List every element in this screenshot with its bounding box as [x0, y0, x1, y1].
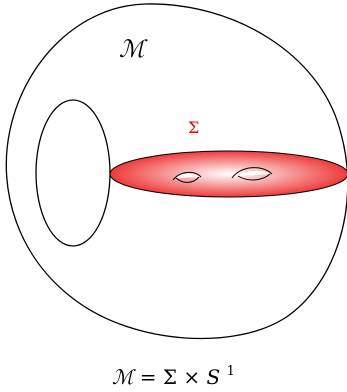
caption-sigma: Σ — [163, 365, 177, 389]
caption-times: × — [183, 365, 206, 389]
manifold-label: ℳ — [119, 35, 148, 63]
caption-circle: S — [207, 365, 221, 389]
surface-label: Σ — [188, 118, 199, 137]
caption-lhs: ℳ — [112, 365, 136, 389]
caption-circle-exponent: 1 — [227, 364, 235, 379]
surface-sigma — [110, 151, 347, 197]
circle-s1 — [36, 100, 110, 246]
caption-equation: ℳ = Σ × S 1 — [112, 364, 235, 389]
caption-equals: = — [140, 365, 163, 389]
